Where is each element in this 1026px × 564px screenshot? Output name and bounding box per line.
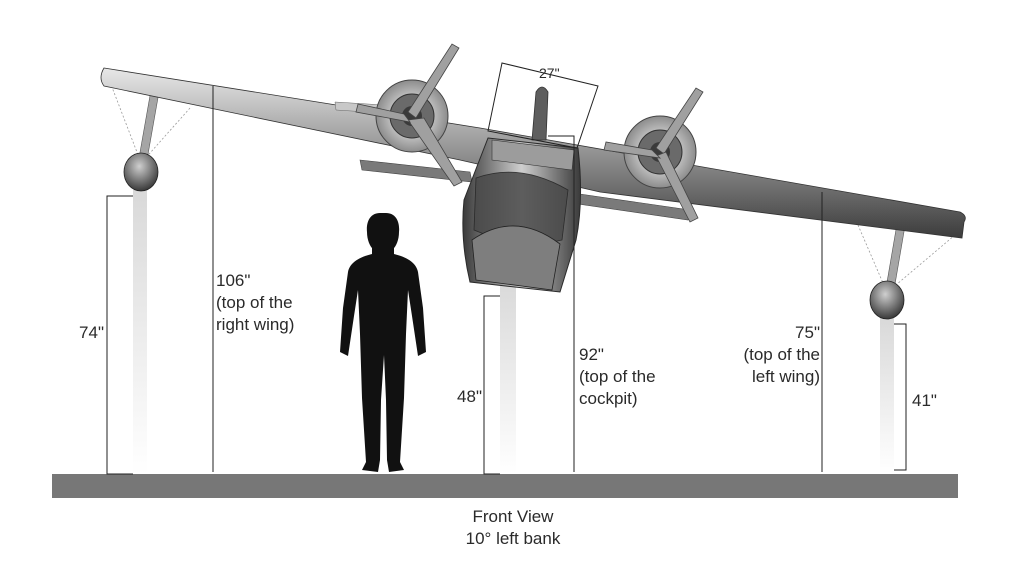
left-wing-top-value: 75" bbox=[795, 323, 820, 342]
right-wing-top-value: 106" bbox=[216, 271, 251, 290]
tail-fin bbox=[531, 86, 549, 141]
right-float-strut bbox=[138, 89, 160, 161]
right-float-stand bbox=[133, 190, 147, 474]
right-wing-top-label: 106" (top of the right wing) bbox=[216, 270, 294, 336]
left-float-stand bbox=[880, 318, 894, 474]
cockpit-top-line1: (top of the bbox=[579, 367, 656, 386]
right-wing-top-line2: right wing) bbox=[216, 315, 295, 334]
cockpit-width-label: 27" bbox=[539, 65, 560, 81]
dimension-lines bbox=[106, 62, 907, 475]
cockpit-top-label: 92" (top of the cockpit) bbox=[579, 344, 656, 410]
human-silhouette bbox=[340, 213, 426, 472]
float-bracing-wires bbox=[109, 81, 956, 291]
cockpit-top-value: 92" bbox=[579, 345, 604, 364]
left-wing-top-label: 75" (top of the left wing) bbox=[708, 322, 820, 388]
view-title: Front View bbox=[472, 507, 554, 526]
hull-keel bbox=[471, 225, 561, 291]
left-wing-top-line2: left wing) bbox=[751, 367, 820, 386]
right-engine bbox=[355, 43, 463, 187]
left-wing-top-line1: (top of the bbox=[743, 345, 820, 364]
cockpit-top-line2: cockpit) bbox=[579, 389, 638, 408]
right-wing-top-line1: (top of the bbox=[216, 293, 293, 312]
right-wing-float bbox=[123, 152, 159, 192]
right-float-height-label: 74" bbox=[79, 323, 104, 342]
ground-platform bbox=[52, 474, 958, 498]
left-engine bbox=[603, 87, 704, 223]
hull-bottom-label: 48" bbox=[457, 387, 482, 406]
left-wing-float bbox=[869, 280, 905, 320]
left-float-height-label: 41" bbox=[912, 391, 937, 410]
view-subtitle: 10° left bank bbox=[465, 529, 561, 548]
cockpit-canopy bbox=[491, 139, 575, 171]
hull-stand bbox=[500, 280, 516, 474]
